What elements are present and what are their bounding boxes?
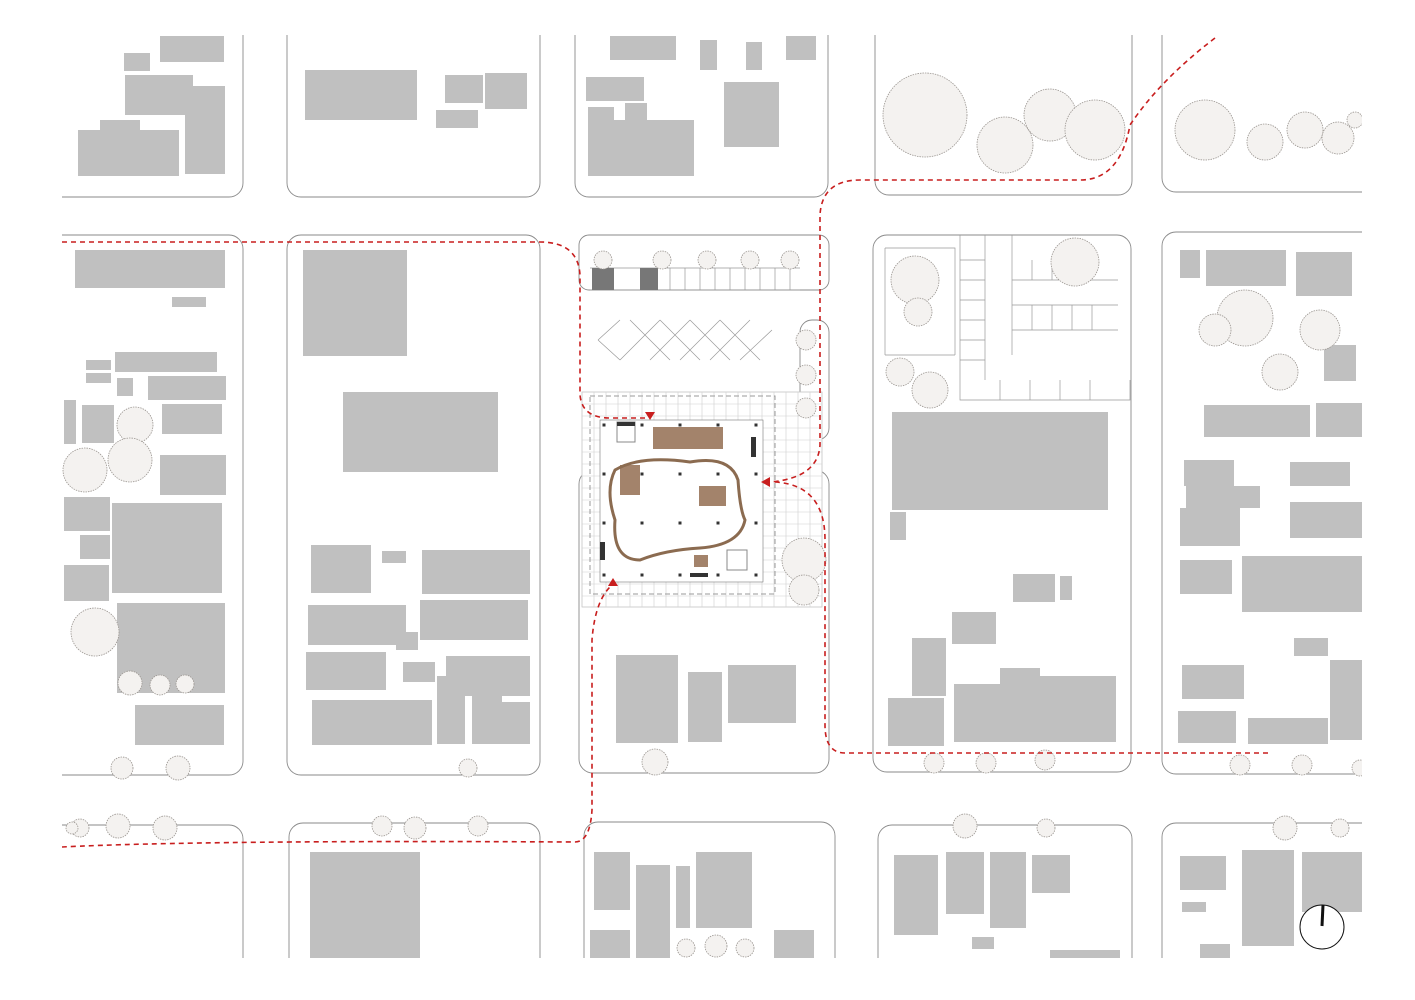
pedestrian-routes <box>62 37 1268 848</box>
tree-icon <box>911 371 949 409</box>
tree-icon <box>1286 111 1324 149</box>
tree-icon <box>1174 99 1236 161</box>
tree-icon <box>795 329 817 351</box>
tree-icon <box>149 674 171 696</box>
tree-icon <box>152 815 178 841</box>
tree-icon <box>1064 99 1126 161</box>
tree-icon <box>1034 749 1056 771</box>
tree-icon <box>1351 759 1362 777</box>
tree-icon <box>165 755 191 781</box>
tree-icon <box>175 674 195 694</box>
route-entry-arrow-icon <box>761 477 770 487</box>
parking-areas <box>590 235 1131 401</box>
tree-icon <box>976 116 1034 174</box>
tree-icon <box>697 250 717 270</box>
route-entry-arrow-icon <box>608 578 618 586</box>
tree-icon <box>1050 237 1100 287</box>
tree-icon <box>641 748 669 776</box>
tree-icon <box>70 607 120 657</box>
tree-icon <box>652 250 672 270</box>
tree-icon <box>735 938 755 958</box>
tree-icon <box>1036 818 1056 838</box>
tree-icon <box>1299 309 1341 351</box>
tree-icon <box>795 397 817 419</box>
tree-icon <box>105 813 131 839</box>
tree-icon <box>1198 313 1232 347</box>
tree-icon <box>1346 111 1362 129</box>
tree-icon <box>107 437 153 483</box>
tree-icon <box>403 816 427 840</box>
tree-icon <box>975 752 997 774</box>
tree-icon <box>467 815 489 837</box>
tree-icon <box>903 297 933 327</box>
tree-icon <box>65 821 79 835</box>
tree-icon <box>1272 815 1298 841</box>
tree-icon <box>1321 121 1355 155</box>
buildings <box>64 36 1362 958</box>
tree-icon <box>110 756 134 780</box>
tree-icon <box>885 357 915 387</box>
north-arrow-icon <box>1299 904 1345 950</box>
tree-icon <box>458 758 478 778</box>
tree-icon <box>62 447 108 493</box>
tree-icon <box>704 934 728 958</box>
tree-icon <box>1291 754 1313 776</box>
tree-icon <box>593 250 613 270</box>
tree-icon <box>1330 818 1350 838</box>
tree-icon <box>1246 123 1284 161</box>
tree-icon <box>795 364 817 386</box>
trees <box>62 72 1362 958</box>
tree-icon <box>676 938 696 958</box>
route-entry-arrow-icon <box>645 412 655 420</box>
tree-icon <box>740 250 760 270</box>
tree-icon <box>890 255 940 305</box>
tree-icon <box>1261 353 1299 391</box>
tree-icon <box>116 406 154 444</box>
tree-icon <box>1229 754 1251 776</box>
tree-icon <box>882 72 968 158</box>
library-building-plan <box>581 391 823 608</box>
tree-icon <box>952 813 978 839</box>
tree-icon <box>781 537 827 583</box>
route-entry-arrows <box>608 412 770 586</box>
tree-icon <box>923 752 945 774</box>
tree-icon <box>371 815 393 837</box>
tree-icon <box>780 250 800 270</box>
tree-icon <box>117 670 143 696</box>
tree-icon <box>788 574 820 606</box>
